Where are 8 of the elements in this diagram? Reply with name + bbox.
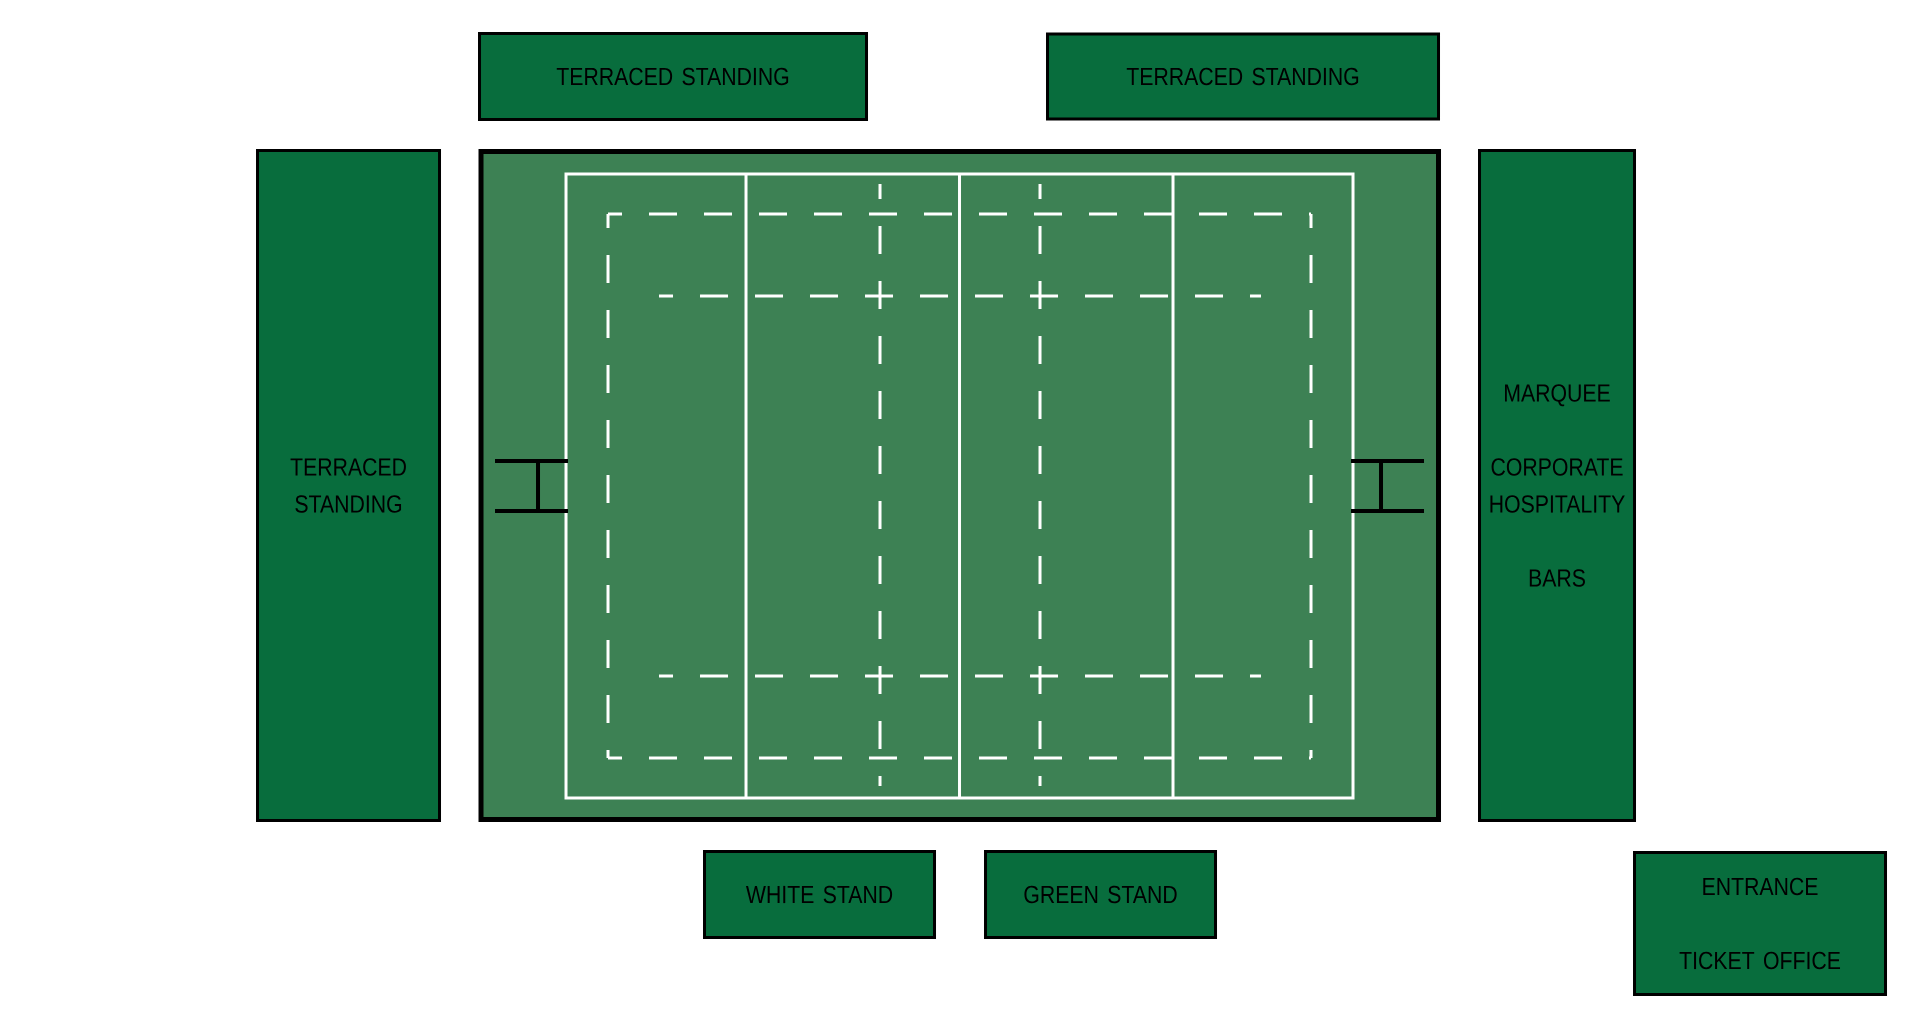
pitch: [478, 149, 1441, 822]
area-box: TERRACED STANDING: [478, 32, 868, 121]
area-box: ENTRANCE TICKET OFFICE: [1633, 851, 1887, 996]
area-box: MARQUEE CORPORATE HOSPITALITY BARS: [1478, 149, 1636, 822]
area-box: GREEN STAND: [984, 850, 1217, 939]
area-box: TERRACED STANDING: [1046, 32, 1440, 121]
area-box: WHITE STAND: [703, 850, 936, 939]
area-box: TERRACED STANDING: [256, 149, 441, 822]
